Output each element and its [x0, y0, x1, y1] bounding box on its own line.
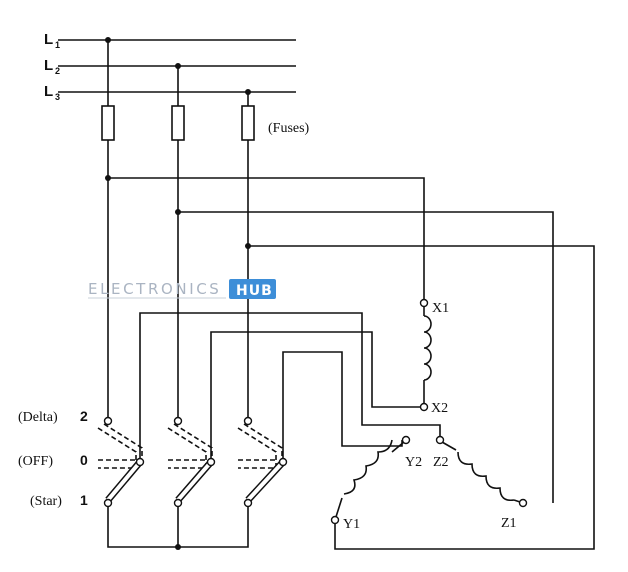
junction-feed-z1 [175, 209, 181, 215]
fuse-1 [101, 105, 115, 141]
terminal-z1 [518, 498, 528, 508]
label-off-num: 0 [80, 452, 88, 468]
terminal-y1 [330, 515, 340, 525]
label-delta: (Delta) [18, 410, 58, 425]
junction-star-point [175, 544, 181, 550]
label-l2-sub: 2 [55, 66, 60, 76]
label-l2: L [44, 57, 53, 74]
line-labels: L 1 L 2 L 3 [44, 31, 60, 102]
label-l3: L [44, 83, 53, 100]
feed-y1 [248, 245, 595, 550]
label-star: (Star) [30, 494, 62, 509]
switch-dashed [97, 423, 283, 469]
fuse-3 [241, 105, 255, 141]
link-phase2 [210, 331, 420, 462]
winding-z [435, 435, 528, 508]
junction-feed-x1 [105, 175, 111, 181]
watermark-text: ELECTRONICS [88, 280, 221, 298]
terminal-x1 [419, 298, 429, 308]
switch-contacts [103, 416, 288, 508]
link-phase1 [139, 312, 441, 462]
switch-blades [105, 459, 286, 503]
terminal-x2 [419, 402, 429, 412]
label-z1: Z1 [501, 516, 517, 531]
label-delta-num: 2 [80, 408, 88, 424]
label-x1: X1 [432, 301, 449, 316]
label-off: (OFF) [18, 454, 53, 469]
label-x2: X2 [431, 401, 448, 416]
supply-lines [58, 37, 296, 95]
feed-z1 [178, 211, 554, 503]
winding-y [330, 435, 411, 525]
terminal-z2 [435, 435, 445, 445]
fuses [101, 105, 255, 141]
label-z2: Z2 [433, 455, 449, 470]
label-l3-sub: 3 [55, 92, 60, 102]
label-star-num: 1 [80, 492, 88, 508]
winding-x [419, 298, 432, 412]
feed-x1 [108, 177, 425, 303]
label-y2: Y2 [405, 455, 422, 470]
watermark-logo: ELECTRONICS HUB [88, 279, 276, 299]
junction-feed-y1 [245, 243, 251, 249]
watermark-badge [229, 279, 276, 299]
terminal-y2 [401, 435, 411, 445]
label-l1: L [44, 31, 53, 48]
link-phase3 [282, 351, 403, 462]
label-l1-sub: 1 [55, 40, 60, 50]
label-y1: Y1 [343, 517, 360, 532]
watermark-badge-text: HUB [236, 283, 273, 299]
fuse-2 [171, 105, 185, 141]
fuses-label: (Fuses) [268, 121, 310, 136]
